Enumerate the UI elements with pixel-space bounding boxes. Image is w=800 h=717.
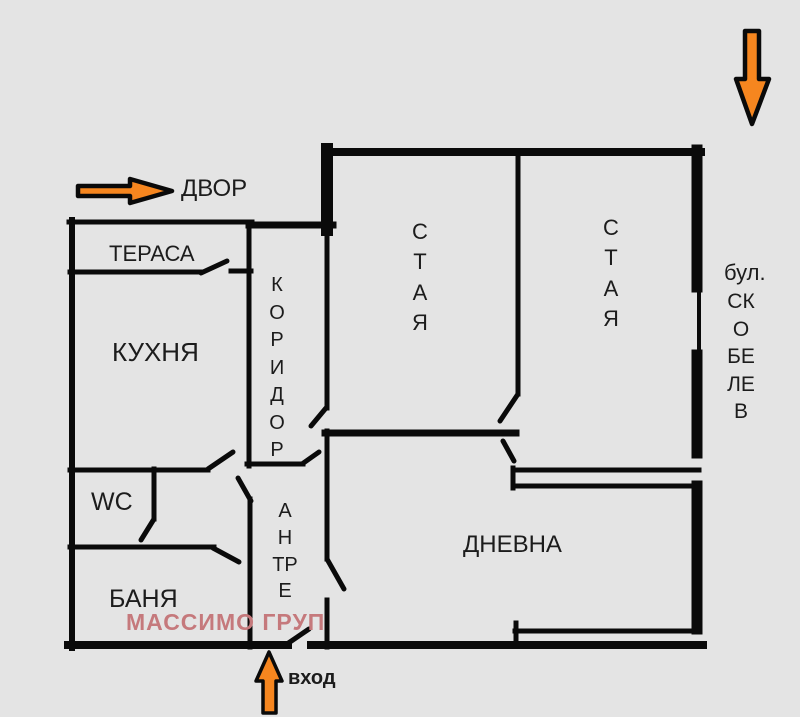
wc-label: WC — [91, 488, 133, 516]
window-lines — [510, 465, 702, 649]
wall-lines — [64, 143, 707, 651]
hallway-label: АНТРЕ — [272, 500, 298, 603]
kitchen-label: КУХНЯ — [112, 337, 199, 367]
entrance-label: вход — [288, 667, 336, 689]
entrance-arrow-icon — [254, 650, 284, 715]
agency-watermark: МАССИМО ГРУП — [126, 609, 326, 635]
street-direction-arrow-icon — [733, 28, 772, 127]
living-room-label: ДНЕВНА — [463, 531, 562, 558]
bedroom1-label: СТАЯ — [412, 219, 428, 336]
door-swings — [138, 258, 521, 647]
bathroom-label: БАНЯ — [109, 585, 178, 613]
terrace-label: ТЕРАСА — [109, 241, 195, 266]
bedroom2-label: СТАЯ — [603, 215, 619, 332]
street-name-label: СКОБЕЛЕВ — [727, 290, 755, 424]
corridor-label: КОРИДОР — [269, 274, 285, 461]
yard-label: ДВОР — [181, 175, 248, 202]
street-prefix-label: бул. — [724, 260, 766, 285]
yard-arrow-icon — [75, 176, 175, 206]
